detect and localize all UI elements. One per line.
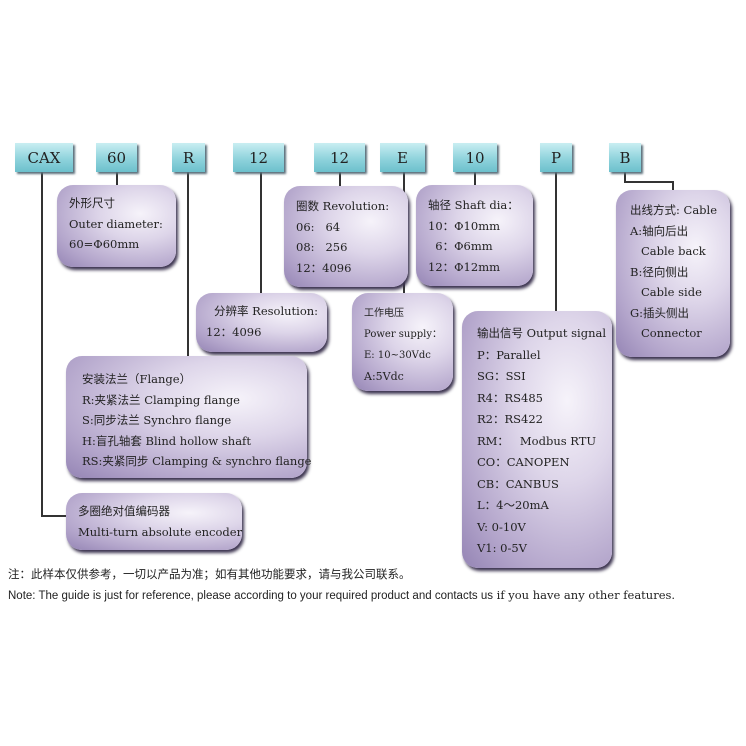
box-title: 出线方式: Cable: [630, 203, 718, 217]
connector-line: [41, 172, 43, 516]
note-english-main: Note: The guide is just for reference, p…: [8, 590, 493, 602]
box-line: A:轴向后出: [630, 223, 689, 238]
code-shaft: 10: [453, 143, 497, 172]
box-line: R2：RS422: [477, 412, 543, 426]
flange-box: 安装法兰（Flange） R:夹紧法兰 Clamping flange S:同步…: [66, 356, 312, 478]
code-flange: R: [172, 143, 205, 172]
cable-box: 出线方式: Cable A:轴向后出 Cable back B:径向侧出 Cab…: [616, 190, 730, 357]
code-output: P: [540, 143, 572, 172]
shaft-dia-box: 轴径 Shaft dia： 10：Φ10mm 6：Φ6mm 12：Φ12mm: [416, 185, 533, 286]
box-title: 外形尺寸: [69, 196, 115, 210]
code-outer-diameter: 60: [96, 143, 137, 172]
connector-line: [339, 172, 341, 187]
connector-line: [624, 172, 626, 182]
note-chinese: 注：此样本仅供参考，一切以产品为准；如有其他功能要求，请与我公司联系。: [8, 567, 411, 581]
code-resolution: 12: [233, 143, 284, 172]
box-line: E: 10~30Vdc: [364, 350, 431, 361]
connector-line: [187, 172, 189, 357]
connector-line: [624, 181, 673, 183]
box-line: V: 0-10V: [477, 519, 526, 534]
connector-line: [260, 172, 262, 294]
box-title: 轴径 Shaft dia：: [428, 198, 519, 212]
box-line: 06: 64: [296, 219, 341, 234]
connector-line: [672, 181, 674, 191]
box-line: Power supply：: [364, 329, 443, 340]
box-line: CO：CANOPEN: [477, 455, 570, 469]
box-line: S:同步法兰 Synchro flange: [82, 413, 232, 427]
revolution-box: 圈数 Revolution: 06: 64 08: 256 12：4096: [284, 186, 408, 287]
connector-line: [555, 172, 557, 312]
code-power: E: [380, 143, 425, 172]
box-title: 工作电压: [364, 308, 404, 319]
connector-line: [474, 172, 476, 186]
box-line: B:径向侧出: [630, 264, 689, 279]
box-line: P：Parallel: [477, 347, 541, 362]
resolution-box: 分辨率 Resolution: 12：4096: [196, 293, 327, 352]
code-cable: B: [609, 143, 641, 172]
box-line: A:5Vdc: [364, 370, 404, 383]
box-line: 10：Φ10mm: [428, 218, 501, 233]
box-title: 安装法兰（Flange）: [82, 372, 192, 386]
box-line: 08: 256: [296, 240, 348, 254]
box-title: 分辨率 Resolution:: [214, 304, 319, 318]
note-english: Note: The guide is just for reference, p…: [8, 588, 675, 602]
box-title: 输出信号 Output signal: [477, 326, 607, 340]
box-line: 12：4096: [296, 260, 352, 275]
box-line: 12：Φ12mm: [428, 259, 501, 274]
encoder-type-box: 多圈绝对值编码器 Multi-turn absolute encoder: [66, 493, 242, 550]
box-line: Connector: [630, 326, 702, 340]
box-line: H:盲孔轴套 Blind hollow shaft: [82, 433, 251, 448]
box-title: 多圈绝对值编码器: [78, 504, 170, 518]
box-line: Cable back: [630, 244, 706, 258]
box-line: Outer diameter:: [69, 216, 163, 231]
box-line: RS:夹紧同步 Clamping & synchro flange: [82, 454, 312, 468]
box-line: V1: 0-5V: [477, 541, 527, 555]
box-line: CB：CANBUS: [477, 476, 559, 491]
box-line: 12：4096: [206, 324, 262, 339]
box-line: G:插头侧出: [630, 305, 690, 320]
box-line: R:夹紧法兰 Clamping flange: [82, 392, 240, 407]
box-line: R4：RS485: [477, 390, 543, 405]
power-supply-box: 工作电压 Power supply： E: 10~30Vdc A:5Vdc: [352, 293, 453, 391]
box-line: L：4～20mA: [477, 498, 549, 512]
code-series: CAX: [15, 143, 73, 172]
box-line: RM： Modbus RTU: [477, 433, 597, 448]
box-line: 6：Φ6mm: [428, 239, 493, 253]
box-line: Multi-turn absolute encoder: [78, 524, 243, 539]
box-line: Cable side: [630, 285, 702, 299]
code-revolution: 12: [314, 143, 365, 172]
outer-diameter-box: 外形尺寸 Outer diameter: 60=Φ60mm: [57, 185, 176, 267]
note-english-tail: if you have any other features.: [492, 588, 676, 602]
box-title: 圈数 Revolution:: [296, 199, 390, 213]
connector-line: [41, 515, 67, 517]
box-line: 60=Φ60mm: [69, 237, 140, 251]
box-line: SG：SSI: [477, 369, 526, 383]
output-signal-box: 输出信号 Output signal P：Parallel SG：SSI R4：…: [462, 311, 612, 568]
connector-line: [116, 172, 118, 186]
